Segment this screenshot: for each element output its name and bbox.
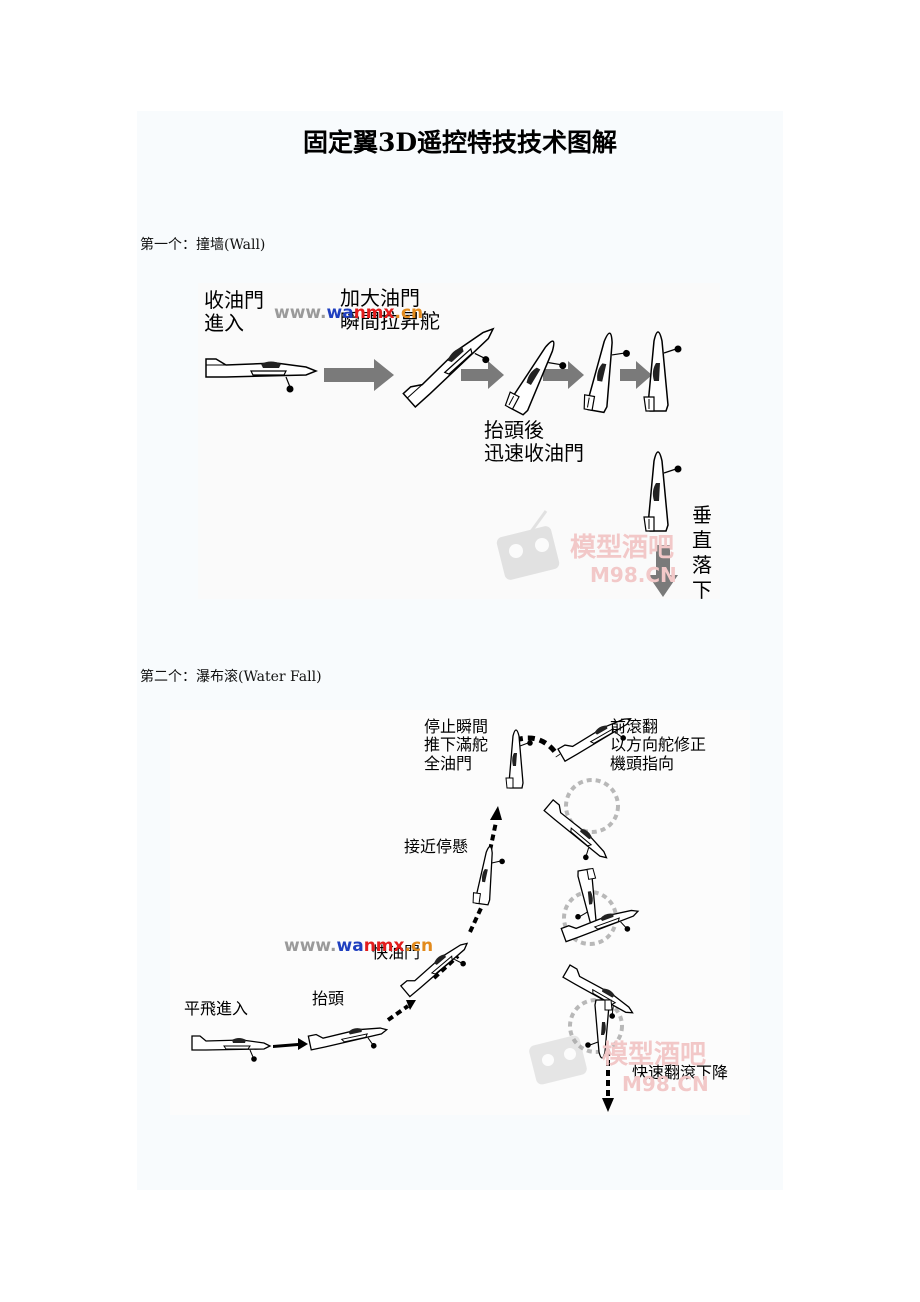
plane-tumble-icon [560,901,645,954]
caption-stop-push-full: 停止瞬間推下滿舵全油門 [424,717,489,773]
plane-near-vertical-icon [471,844,508,907]
watermark-wanmx: www.wanmx.cn [274,303,424,323]
plane-vertical-icon [643,331,683,412]
caption-fast-tumble-descent: 快速翻滾下降 [632,1063,729,1082]
watermark-wanmx: www.wanmx.cn [284,936,434,956]
caption-fast-throttle: 快油門 [372,943,421,962]
plane-level-icon [191,1035,271,1063]
caption-near-hover: 接近停懸 [404,837,469,856]
caption-reduce-throttle: 收油門進入 [204,288,264,335]
plane-tumble-icon [535,799,614,871]
watermark-site-cn: 模型酒吧 [602,1040,707,1070]
watermark-site-en: M98.CN [622,1072,709,1096]
waterfall-diagram-graphics [191,710,645,1112]
watermark-site-en: M98.CN [590,563,677,587]
section-label-wall: 第一个：撞墙(Wall) [140,237,266,253]
arrow-down-icon [648,545,678,597]
caption-head-up: 抬頭 [312,989,345,1008]
caption-level-entry: 平飛進入 [184,999,249,1018]
transmitter-watermark-icon [496,510,560,580]
watermark-site-cn: 模型酒吧 [570,533,675,563]
waterfall-diagram: 平飛進入 抬頭 快油門 接近停懸 停止瞬間推下滿舵全油門 前滾翻以方向舵修正機頭… [170,710,750,1115]
wall-diagram: 收油門進入 加大油門瞬間拉昇舵 抬頭後迅速收油門 垂直落下 www.wanmx.… [198,283,720,599]
caption-vertical-drop: 垂直落下 [692,503,712,599]
page-title: 固定翼3D遥控特技技术图解 [302,128,618,157]
flight-path-arrows [273,735,614,1112]
arrow-right-icon [461,361,504,389]
caption-forward-tumble: 前滾翻以方向舵修正機頭指向 [610,717,707,773]
plane-climb-icon [307,1019,391,1063]
caption-head-up: 抬頭後迅速收油門 [484,418,584,465]
caption-add-throttle: 加大油門瞬間拉昇舵 [340,286,440,333]
plane-level-icon [205,358,317,394]
section-label-waterfall: 第二个：瀑布滚(Water Fall) [140,669,322,685]
arrow-right-icon [324,359,394,391]
wall-diagram-graphics [205,319,683,597]
plane-falling-icon [643,451,683,532]
arrow-right-icon [543,361,584,389]
transmitter-watermark-icon [529,1035,587,1085]
arrow-right-icon [620,361,652,389]
